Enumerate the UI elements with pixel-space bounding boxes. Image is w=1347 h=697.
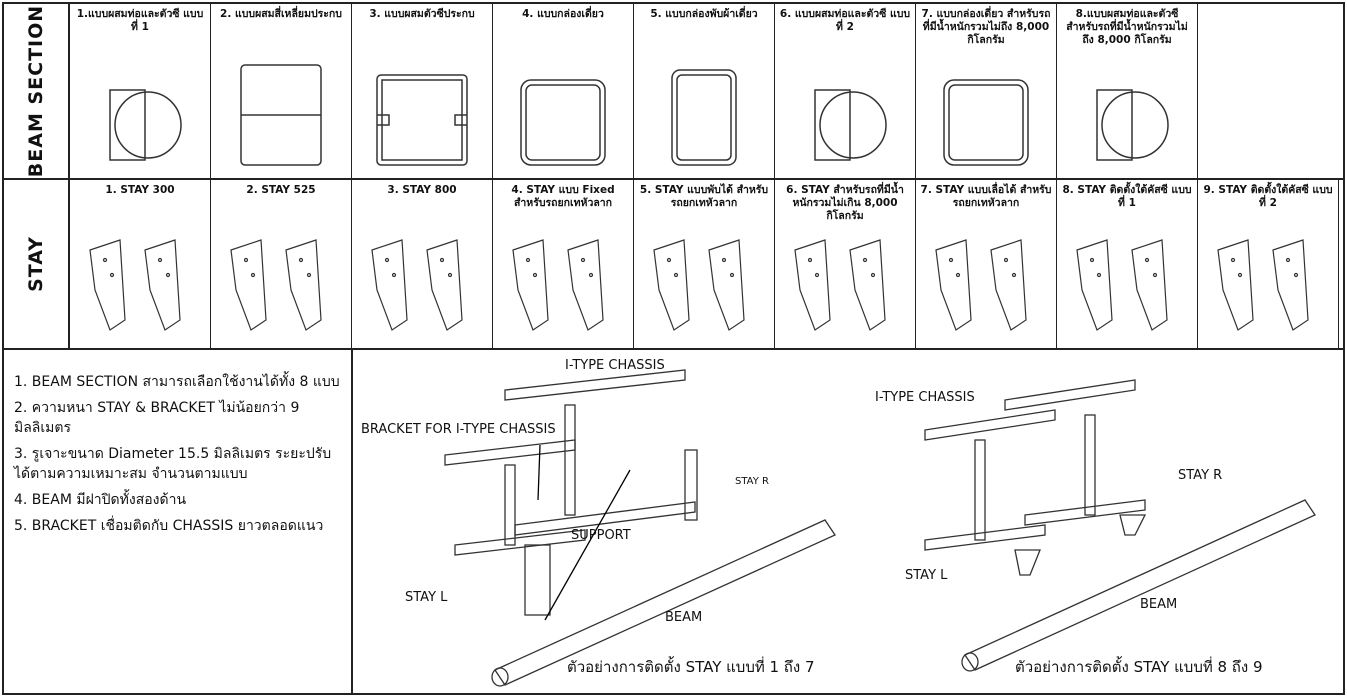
row-header: BEAM SECTION xyxy=(4,4,70,178)
cell-label: 1.แบบผสมท่อและตัวซี แบบที่ 1 xyxy=(76,8,204,33)
note: 4. BEAM มีฝาปิดทั้งสองด้าน xyxy=(14,492,187,508)
installation-diagram-2: I-TYPE CHASSIS STAY R STAY L BEAM ตัวอย่… xyxy=(855,350,1347,693)
cell-label: 3. STAY 800 xyxy=(387,184,457,196)
notes-list: 1. BEAM SECTION สามารถเลือกใช้งานได้ทั้ง… xyxy=(4,350,353,693)
beam-section-cell: 2. แบบผสมสี่เหลี่ยมประกบ xyxy=(211,4,352,178)
stay-cell: 6. STAY สำหรับรถที่มีน้ำหนักรวมไม่เกิน 8… xyxy=(775,180,916,348)
note: 3. รูเจาะขนาด Diameter 15.5 มิลลิเมตร ระ… xyxy=(14,446,332,482)
cell-label: 8.แบบผสมท่อและตัวซี สำหรับรถที่มีน้ำหนัก… xyxy=(1066,8,1188,46)
cell-label: 7. แบบกล่องเดี่ยว สำหรับรถที่มีน้ำหนักรว… xyxy=(921,8,1051,46)
beam-section-cell: 5. แบบกล่องพับผ้าเดี่ยว xyxy=(634,4,775,178)
cell-label: 6. แบบผสมท่อและตัวซี แบบที่ 2 xyxy=(779,8,911,33)
note: 1. BEAM SECTION สามารถเลือกใช้งานได้ทั้ง… xyxy=(14,374,340,390)
stay-row: STAY 1. STAY 300 2. STAY 525 3. STAY 800 4.… xyxy=(4,180,1343,350)
stay-cell: 4. STAY แบบ Fixed สำหรับรถยกเทหัวลาก xyxy=(493,180,634,348)
stay-cell: 1. STAY 300 xyxy=(70,180,211,348)
beam-section-cell: 4. แบบกล่องเดี่ยว xyxy=(493,4,634,178)
installation-diagram-1: I-TYPE CHASSIS BRACKET FOR I-TYPE CHASSI… xyxy=(355,350,855,693)
stay-cell: 2. STAY 525 xyxy=(211,180,352,348)
cell-label: 1. STAY 300 xyxy=(105,184,175,196)
cell-label: 2. STAY 525 xyxy=(246,184,316,196)
beam-section-cell: 1.แบบผสมท่อและตัวซี แบบที่ 1 xyxy=(70,4,211,178)
cell-label: 3. แบบผสมตัวซีประกบ xyxy=(369,8,475,20)
cell-label: 6. STAY สำหรับรถที่มีน้ำหนักรวมไม่เกิน 8… xyxy=(786,184,904,222)
note: 5. BRACKET เชื่อมติดกับ CHASSIS ยาวตลอดแ… xyxy=(14,518,324,534)
beam-section-cell: 7. แบบกล่องเดี่ยว สำหรับรถที่มีน้ำหนักรว… xyxy=(916,4,1057,178)
cell-label: 8. STAY ติดตั้งใต้คัสซี แบบที่ 1 xyxy=(1062,184,1192,209)
beam-section-row: BEAM SECTION 1.แบบผสมท่อและตัวซี แบบที่ … xyxy=(4,4,1343,180)
cell-label: 7. STAY แบบเลื่อได้ สำหรับรถยกเทหัวลาก xyxy=(920,184,1052,209)
cell-label: 2. แบบผสมสี่เหลี่ยมประกบ xyxy=(220,8,342,20)
cell-label: 4. แบบกล่องเดี่ยว xyxy=(522,8,604,20)
cell-label: 5. STAY แบบพับได้ สำหรับรถยกเทหัวลาก xyxy=(639,184,769,209)
beam-section-cell: 6. แบบผสมท่อและตัวซี แบบที่ 2 xyxy=(775,4,916,178)
stay-cell: 8. STAY ติดตั้งใต้คัสซี แบบที่ 1 xyxy=(1057,180,1198,348)
beam-section-cell: 8.แบบผสมท่อและตัวซี สำหรับรถที่มีน้ำหนัก… xyxy=(1057,4,1198,178)
stay-cell: 7. STAY แบบเลื่อได้ สำหรับรถยกเทหัวลาก xyxy=(916,180,1057,348)
stay-cell: 9. STAY ติดตั้งใต้คัสซี แบบที่ 2 xyxy=(1198,180,1339,348)
empty-cell xyxy=(1198,4,1339,178)
chassis-drawing-1 xyxy=(444,369,836,687)
beam-section-cell: 3. แบบผสมตัวซีประกบ xyxy=(352,4,493,178)
stay-cell: 5. STAY แบบพับได้ สำหรับรถยกเทหัวลาก xyxy=(634,180,775,348)
cell-label: 4. STAY แบบ Fixed สำหรับรถยกเทหัวลาก xyxy=(511,184,615,209)
note: 2. ความหนา STAY & BRACKET ไม่น้อยกว่า 9 … xyxy=(14,400,300,436)
cell-label: 5. แบบกล่องพับผ้าเดี่ยว xyxy=(650,8,758,20)
chassis-drawing-2 xyxy=(924,379,1316,672)
cell-label: 9. STAY ติดตั้งใต้คัสซี แบบที่ 2 xyxy=(1203,184,1333,209)
stay-cell: 3. STAY 800 xyxy=(352,180,493,348)
row-header: STAY xyxy=(4,180,70,348)
